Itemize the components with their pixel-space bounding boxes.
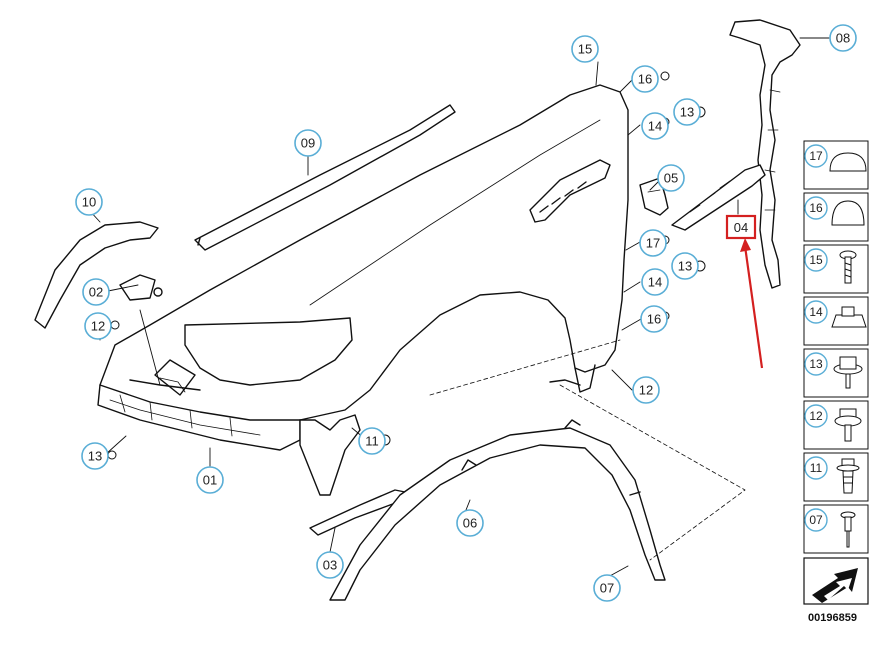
callout-05: 05 (657, 164, 685, 192)
expansion-rivet-icon (836, 458, 860, 494)
callout-label: 01 (203, 473, 217, 488)
callout-17: 17 (639, 229, 667, 257)
callout-label: 10 (82, 195, 96, 210)
upper-gasket-part (34, 221, 159, 329)
hex-bolt-washer-icon (834, 408, 862, 442)
callout-label: 13 (678, 259, 692, 274)
legend-row-11: 11 (803, 452, 869, 502)
callout-06: 06 (456, 509, 484, 537)
legend-row-15: 15 (803, 244, 869, 294)
callout-16: 16 (640, 305, 668, 333)
legend-row-13: 13 (803, 348, 869, 398)
upper-molding-part (194, 104, 456, 251)
callout-label: 03 (323, 558, 337, 573)
legend-row-14: 14 (803, 296, 869, 346)
callout-01: 01 (196, 466, 224, 494)
callout-label: 15 (578, 42, 592, 57)
callout-highlighted: 04 (725, 214, 757, 240)
callout-13: 13 (671, 252, 699, 280)
callout-label: 08 (836, 31, 850, 46)
callout-label: 07 (600, 581, 614, 596)
legend-label: 07 (809, 513, 823, 527)
callout-label: 14 (648, 119, 662, 134)
callout-12: 12 (84, 312, 112, 340)
legend-row-16: 16 (803, 192, 869, 242)
legend-label: 13 (809, 357, 823, 371)
callout-label: 06 (463, 516, 477, 531)
callout-label: 05 (664, 171, 678, 186)
side-trim-part (671, 164, 766, 231)
plastic-rivet-icon (840, 511, 856, 548)
callout-label: 09 (301, 136, 315, 151)
callout-11: 11 (358, 427, 386, 455)
callout-14: 14 (641, 268, 669, 296)
callout-label: 16 (638, 72, 652, 87)
washer-cap-part (119, 274, 163, 301)
legend-label: 14 (809, 305, 823, 319)
legend-label: 17 (809, 149, 823, 163)
callout-09: 09 (294, 129, 322, 157)
cap-dome-icon (831, 200, 865, 226)
callout-12: 12 (632, 376, 660, 404)
fastener-legend: 17 16 15 14 13 12 11 07 (803, 140, 869, 554)
fender-part (97, 84, 629, 496)
callout-label: 14 (648, 275, 662, 290)
callout-13: 13 (673, 98, 701, 126)
legend-label: 15 (809, 253, 823, 267)
callout-label: 13 (88, 449, 102, 464)
legend-label: 12 (809, 409, 823, 423)
callout-label: 16 (647, 312, 661, 327)
cap-flat-icon (829, 152, 867, 172)
legend-row-12: 12 (803, 400, 869, 450)
callout-16: 16 (631, 65, 659, 93)
upper-seal-part (729, 19, 801, 289)
callout-08: 08 (829, 24, 857, 52)
callout-03: 03 (316, 551, 344, 579)
callout-label: 02 (89, 285, 103, 300)
catalog-arrow-icon (803, 557, 869, 605)
callout-label: 04 (734, 220, 748, 235)
callout-label: 12 (91, 319, 105, 334)
callout-label: 13 (680, 105, 694, 120)
callout-15: 15 (571, 35, 599, 63)
legend-label: 11 (810, 461, 823, 475)
screw-icon (839, 250, 857, 284)
callout-label: 17 (646, 236, 660, 251)
highlight-arrow (740, 238, 764, 369)
wheel-arch-trim-part (329, 419, 666, 601)
callout-13: 13 (81, 442, 109, 470)
legend-row-17: 17 (803, 140, 869, 190)
clip-nut-icon (831, 306, 867, 328)
callout-07: 07 (593, 574, 621, 602)
callout-10: 10 (75, 188, 103, 216)
callout-label: 12 (639, 383, 653, 398)
callout-label: 11 (365, 434, 379, 449)
catalog-number: 00196859 (808, 612, 857, 624)
legend-label: 16 (809, 201, 823, 215)
callout-14: 14 (641, 112, 669, 140)
callout-02: 02 (82, 278, 110, 306)
hex-nut-washer-icon (833, 356, 863, 389)
legend-row-07: 07 (803, 504, 869, 554)
